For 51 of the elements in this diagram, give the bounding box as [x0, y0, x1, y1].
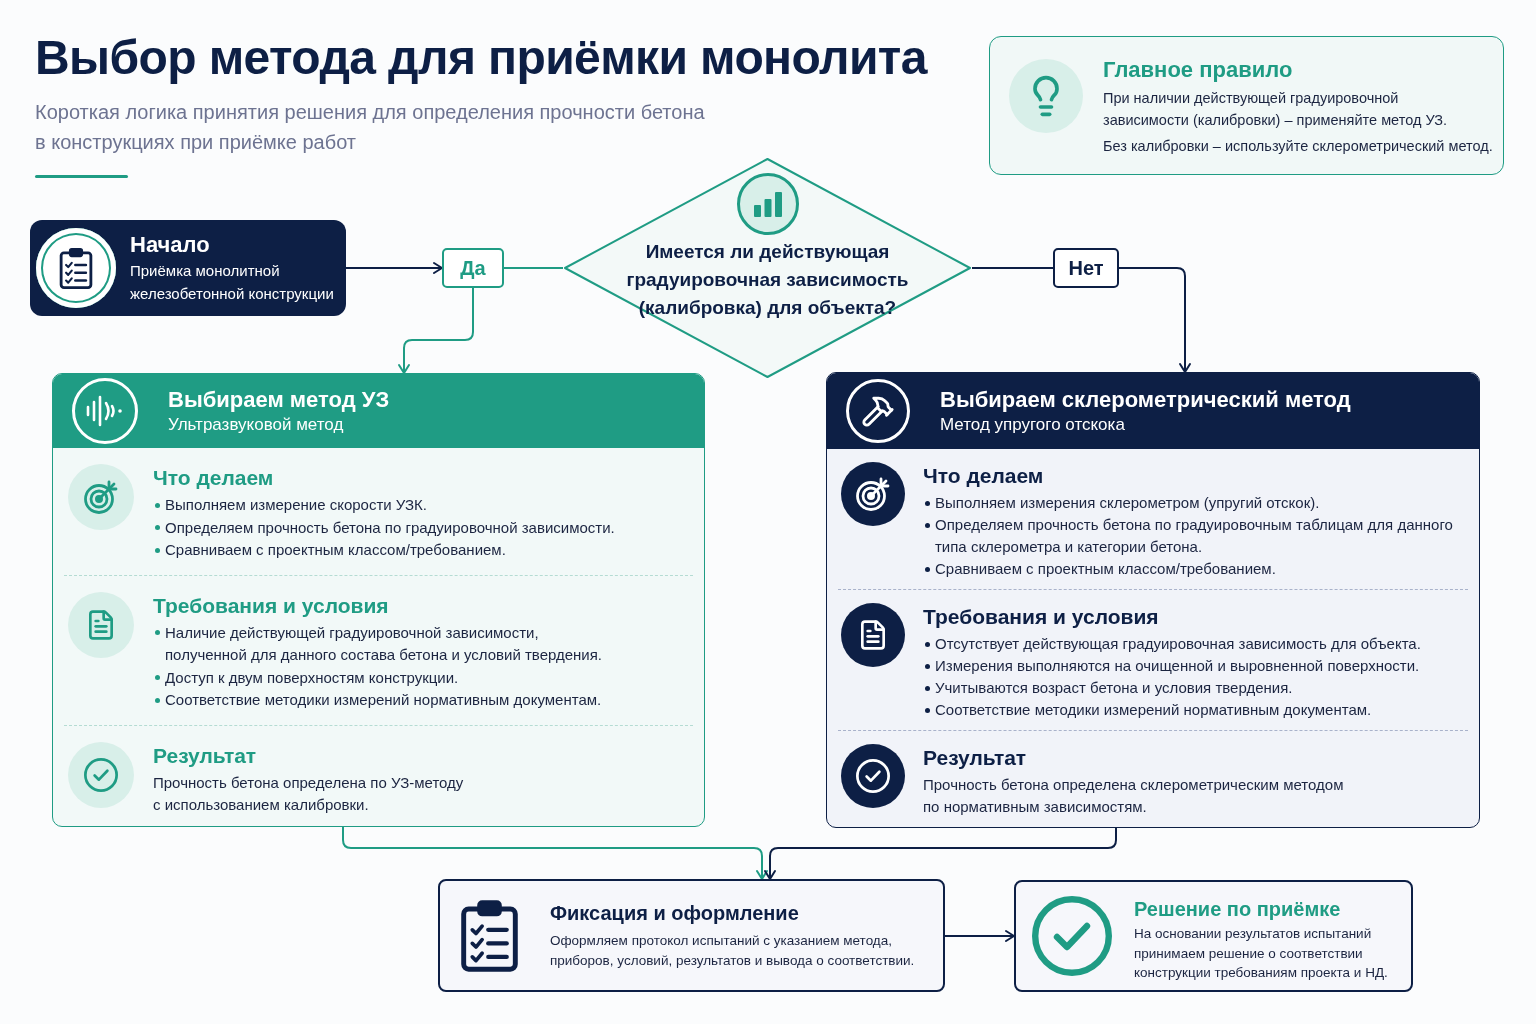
start-text: Приёмка монолитной железобетонной конструкции — [130, 261, 335, 304]
panel-subtitle: Ультразвуковой метод — [168, 413, 344, 436]
bullet-text: Сравниваем с проектным классом/требованием. — [153, 539, 506, 562]
bullet-text: Соответствие методики измерений нормативным документам. — [923, 699, 1372, 721]
result-text: Прочность бетона определена склерометрическим методом по нормативным зависимостям. — [923, 775, 1345, 817]
method-panel — [52, 373, 705, 827]
bullet-text: Соответствие методики измерений нормативным документам. — [153, 689, 602, 712]
panel-title: Выбираем склерометрический метод — [940, 385, 1351, 413]
section-heading: Результат — [153, 742, 257, 769]
connector-line — [503, 267, 564, 269]
bullet-text: Определяем прочность бетона по градуировочной зависимости. — [153, 516, 615, 539]
card-heading: Главное правило — [1103, 56, 1293, 84]
section-heading: Что делаем — [923, 463, 1044, 489]
panel-subtitle: Метод упругого отскока — [940, 413, 1125, 436]
connector-line — [971, 267, 1054, 269]
section-heading: Что делаем — [153, 465, 274, 491]
method-panel — [826, 372, 1480, 828]
arrow — [944, 930, 1015, 942]
rule-card — [989, 36, 1504, 175]
bullet-text: Определяем прочность бетона по градуировочным таблицам для данного типа склерометра и категории бетона. — [923, 514, 1465, 558]
answer-tag: Да — [442, 248, 504, 288]
arrow — [398, 287, 474, 374]
bullet-text: Сравниваем с проектным классом/требованием. — [923, 558, 1276, 580]
step-title: Фиксация и оформление — [550, 901, 799, 926]
bullet-text: Наличие действующей градуировочной зависимости, полученной для данного состава бетона и условий твердения. — [153, 621, 615, 667]
bullet-text: Отсутствует действующая градуировочная зависимость для объекта. — [923, 633, 1421, 655]
arrow — [345, 262, 443, 274]
bullet-text: Выполняем измерение скорости УЗК. — [153, 494, 427, 517]
result-text: Прочность бетона определена по УЗ-методу с использованием калибровки. — [153, 772, 465, 815]
rule-text: При наличии действующей градуировочной зависимости (калибровки) – применяйте метод УЗ. — [1103, 89, 1449, 130]
section-heading: Требования и условия — [153, 592, 389, 619]
rule-text: Без калибровки – используйте склерометрический метод. — [1103, 137, 1494, 156]
process-box — [1014, 880, 1413, 992]
decision-question: Имеется ли действующая градуировочная зависимость (калибровка) для объекта? — [625, 240, 910, 320]
start-box — [30, 220, 346, 316]
arrow — [1118, 267, 1191, 373]
answer-tag: Нет — [1053, 248, 1119, 288]
step-text: Оформляем протокол испытаний с указанием метода, приборов, условий, результатов и вывода о соответствии. — [550, 932, 916, 970]
section-heading: Требования и условия — [923, 604, 1159, 630]
panel-title: Выбираем метод УЗ — [168, 385, 390, 413]
subtitle: Короткая логика принятия решения для определения прочности бетона в конструкциях при приёмке работ — [35, 100, 706, 155]
bullet-text: Доступ к двум поверхностям конструкции. — [153, 666, 459, 689]
page-title: Выбор метода для приёмки монолита — [35, 30, 927, 86]
process-box — [438, 879, 945, 992]
bullet-text: Измерения выполняются на очищенной и выровненной поверхности. — [923, 655, 1420, 677]
section-heading: Результат — [923, 745, 1027, 771]
bullet-text: Выполняем измерения склерометром (упругий отскок). — [923, 492, 1320, 514]
step-title: Решение по приёмке — [1134, 897, 1341, 922]
bullet-text: Учитываются возраст бетона и условия твердения. — [923, 677, 1293, 699]
start-title: Начало — [130, 231, 210, 259]
step-text: На основании результатов испытаний принимаем решение о соответствии конструкции требованиям проекта и НД. — [1134, 925, 1389, 982]
